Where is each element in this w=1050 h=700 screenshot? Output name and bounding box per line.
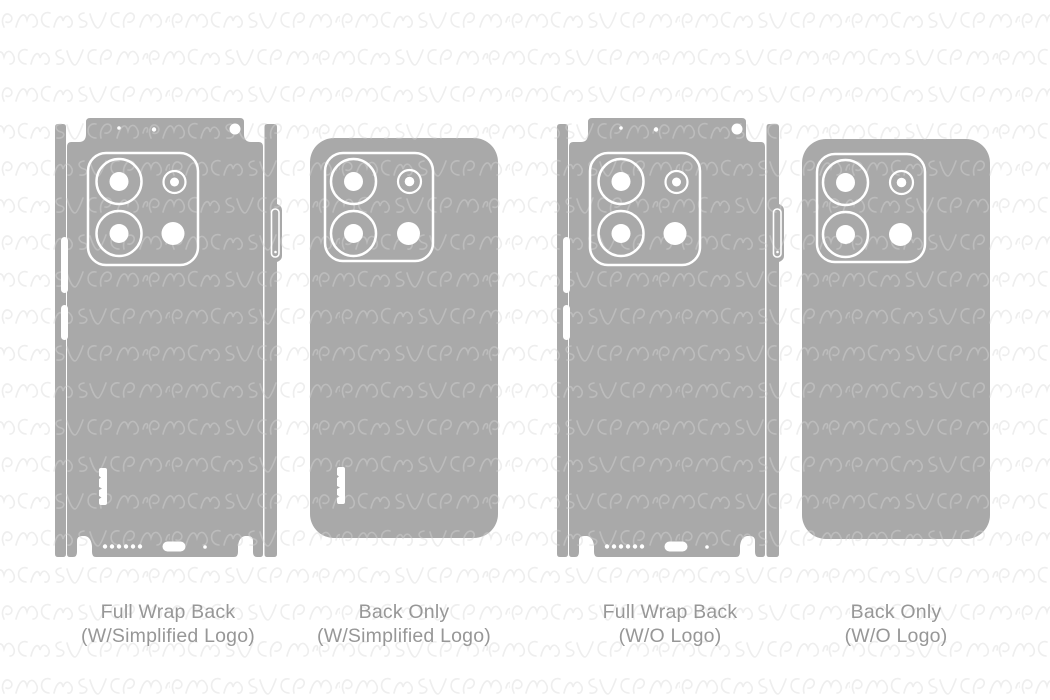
secondary-camera-lens-center	[344, 224, 363, 243]
back-only-template-with-logo	[310, 138, 498, 538]
right-side-strip	[766, 124, 784, 557]
speaker-hole	[123, 544, 129, 549]
mic-hole	[705, 545, 709, 549]
top-mic-hole	[619, 126, 623, 130]
flash-cutout	[161, 222, 185, 245]
speaker-hole	[625, 544, 631, 549]
full-wrap-back-template-with-logo	[55, 118, 282, 557]
flash-cutout	[889, 223, 912, 246]
right-side-strip	[264, 124, 282, 557]
template-label-1-line1: Full Wrap Back	[100, 601, 236, 623]
left-side-strip	[557, 124, 568, 557]
speaker-hole	[611, 544, 617, 549]
macro-camera-center	[404, 176, 415, 187]
main-camera-lens-center	[344, 172, 363, 191]
top-sensor-hole	[151, 127, 157, 132]
usb-port-cutout	[664, 541, 688, 552]
macro-camera-center	[170, 177, 179, 187]
logo-cutout	[99, 468, 107, 505]
back-only-template-no-logo	[802, 139, 990, 539]
top-mic-hole	[117, 126, 121, 130]
template-label-3-line1: Full Wrap Back	[602, 601, 738, 623]
speaker-hole	[102, 544, 108, 549]
speaker-hole	[604, 544, 610, 549]
template-label-2-line2: (W/Simplified Logo)	[317, 624, 491, 647]
template-label-3: Full Wrap Back (W/O Logo)	[530, 601, 810, 648]
flash-cutout	[663, 222, 687, 245]
template-label-4-line1: Back Only	[850, 601, 942, 623]
macro-camera-center	[896, 177, 907, 188]
power-slot-cutout	[61, 305, 68, 340]
side-button-pinhole	[274, 250, 277, 254]
speaker-hole	[137, 544, 143, 549]
secondary-camera-lens-center	[109, 224, 129, 243]
template-label-4: Back Only (W/O Logo)	[756, 601, 1036, 648]
usb-port-cutout	[162, 541, 186, 552]
template-label-2-line1: Back Only	[358, 601, 450, 623]
secondary-camera-lens-center	[836, 225, 855, 244]
speaker-hole	[130, 544, 136, 549]
template-label-1: Full Wrap Back (W/Simplified Logo)	[28, 601, 308, 648]
flash-cutout	[397, 222, 420, 245]
logo-cutout	[337, 467, 345, 504]
speaker-hole	[618, 544, 624, 549]
secondary-camera-lens-center	[611, 224, 631, 243]
speaker-hole	[116, 544, 122, 549]
power-slot-cutout	[563, 305, 570, 340]
speaker-hole	[632, 544, 638, 549]
template-label-3-line2: (W/O Logo)	[618, 624, 722, 647]
top-corner-hole	[229, 123, 241, 135]
main-camera-lens-center	[109, 172, 129, 191]
top-sensor-hole	[653, 127, 659, 132]
side-button-pinhole	[776, 250, 779, 254]
top-corner-hole	[731, 123, 743, 135]
full-wrap-back-template-no-logo	[557, 118, 784, 557]
main-camera-lens-center	[836, 173, 855, 192]
template-label-4-line2: (W/O Logo)	[844, 624, 948, 647]
speaker-hole	[109, 544, 115, 549]
template-label-1-line2: (W/Simplified Logo)	[81, 624, 255, 647]
volume-slot-cutout	[61, 237, 68, 293]
template-label-2: Back Only (W/Simplified Logo)	[264, 601, 544, 648]
main-camera-lens-center	[611, 172, 631, 191]
left-side-strip	[55, 124, 66, 557]
speaker-hole	[639, 544, 645, 549]
macro-camera-center	[672, 177, 681, 187]
mic-hole	[203, 545, 207, 549]
volume-slot-cutout	[563, 237, 570, 293]
